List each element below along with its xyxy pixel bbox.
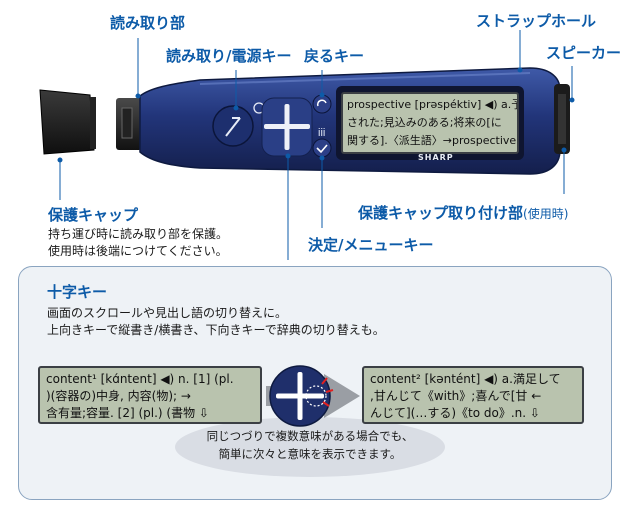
svg-text:iii: iii (318, 127, 325, 139)
label-cap: 保護キャップ (48, 206, 139, 224)
cross-key (261, 97, 313, 157)
cap-description: 持ち運び時に読み取り部を保護。 使用時は後端につけてください。 (48, 226, 228, 260)
label-speaker: スピーカー (546, 44, 622, 62)
screen-line: 関する].〈派生語〉→prospectively ⇩ (347, 134, 519, 147)
screen-line: content¹ [kɑ́ntent] ◀) n. [1] (pl. (46, 372, 234, 386)
panel-title: 十字キー (47, 283, 108, 301)
panel-desc-line: 画面のスクロールや見出し語の切り替えに。 (47, 306, 288, 320)
label-strap-hole: ストラップホール (476, 12, 597, 30)
label-cap-holder: 保護キャップ取り付け部(使用時) (358, 202, 568, 223)
panel-desc-line: 上向きキーで縦書き/横書き、下向きキーで辞典の切り替えも。 (47, 323, 385, 337)
reader-tip (116, 98, 148, 150)
cross-key-illustration (266, 365, 360, 427)
protective-cap (39, 89, 96, 155)
label-reader: 読み取り部 (110, 14, 186, 32)
note-line: 簡単に次々と意味を表示できます。 (218, 447, 402, 461)
cap-holder-note: (使用時) (523, 207, 569, 221)
cap-desc-line: 使用時は後端につけてください。 (48, 244, 228, 258)
brand-logo: SHARP (418, 153, 454, 162)
note-line: 同じつづりで複数意味がある場合でも、 (206, 429, 414, 443)
note-ellipse (175, 417, 445, 477)
panel-description: 画面のスクロールや見出し語の切り替えに。 上向きキーで縦書き/横書き、下向きキー… (47, 305, 385, 339)
screen-line: ,甘んじて《with》;喜んで[甘 ← (370, 389, 542, 403)
screen-line: prospective [prəspéktiv] ◀) a.予期 (347, 98, 519, 111)
device-screen: prospective [prəspéktiv] ◀) a.予期 された;見込み… (341, 92, 519, 154)
screen-line: 含有量;容量. [2] (pl.) (書物 ⇩ (46, 406, 209, 420)
power-read-key (212, 102, 265, 147)
screen-before: content¹ [kɑ́ntent] ◀) n. [1] (pl. )(容器の… (38, 366, 262, 424)
label-back-key: 戻るキー (304, 47, 365, 65)
screen-after: content² [kəntént] ◀) a.満足して ,甘んじて《with》… (362, 366, 584, 424)
cap-holder-text: 保護キャップ取り付け部 (358, 204, 524, 222)
panel-note: 同じつづりで複数意味がある場合でも、 簡単に次々と意味を表示できます。 (169, 427, 451, 463)
leader-lines (57, 30, 575, 260)
speaker-end (554, 84, 570, 154)
screen-line: content² [kəntént] ◀) a.満足して (370, 372, 561, 386)
cap-desc-line: 持ち運び時に読み取り部を保護。 (48, 227, 229, 241)
screen-line: された;見込みのある;将来の[に (347, 116, 502, 129)
screen-line: んじて](…する)《to do》.n. ⇩ (370, 406, 540, 420)
label-enter-key: 決定/メニューキー (308, 236, 434, 254)
screen-line: )(容器の)中身, 内容(物); → (46, 389, 191, 403)
label-power-key: 読み取り/電源キー (166, 47, 292, 65)
